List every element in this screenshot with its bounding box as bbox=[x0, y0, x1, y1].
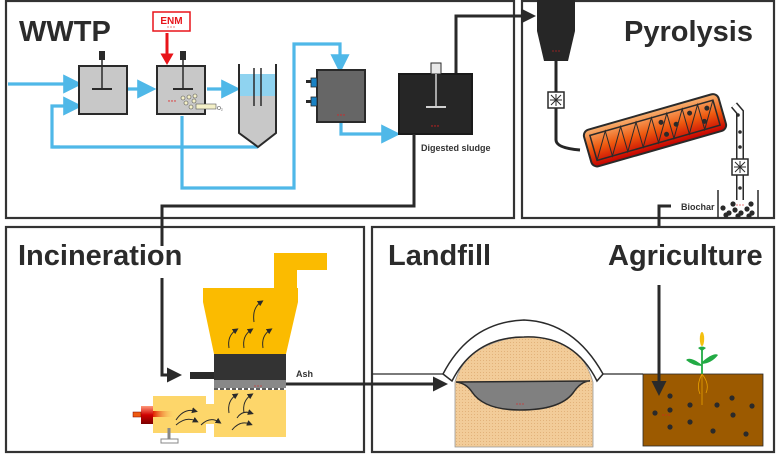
inlet-nozzle-2-blue bbox=[310, 96, 318, 107]
clarifier-tank bbox=[238, 64, 277, 149]
landfill-cap bbox=[442, 319, 604, 383]
burner bbox=[141, 406, 153, 424]
aeration-tank-red-dots bbox=[168, 100, 176, 102]
ash-layer bbox=[214, 380, 286, 388]
digester-red-dots bbox=[431, 125, 439, 127]
biochar-red-dots bbox=[736, 204, 744, 206]
sludge-into-incinerator bbox=[160, 278, 182, 383]
burner-nozzle bbox=[132, 411, 142, 418]
plant-roots bbox=[698, 373, 708, 405]
biochar-to-agriculture bbox=[657, 204, 671, 226]
char-particles bbox=[658, 105, 710, 137]
pyrolysis-section: Pyrolysis bbox=[537, 0, 759, 226]
hopper-red-dots bbox=[552, 50, 560, 52]
wwtp-section: ENM O₂ bbox=[8, 11, 491, 190]
leachate-pool bbox=[455, 380, 591, 411]
rotary-valve-2 bbox=[731, 158, 749, 176]
plant-leaf-right bbox=[702, 354, 718, 364]
inlet-nozzle-1-blue bbox=[310, 77, 318, 88]
clarifier-sludge bbox=[239, 96, 276, 147]
falling-biochar bbox=[736, 113, 742, 190]
air-bubbles-icon bbox=[180, 93, 198, 110]
landfill-title: Landfill bbox=[388, 240, 491, 272]
clarifier-water bbox=[239, 74, 276, 96]
screw-conveyor bbox=[596, 100, 714, 161]
rotary-valve-1-icon bbox=[550, 94, 562, 106]
enm-input-box bbox=[152, 11, 191, 32]
mixer-motor-2 bbox=[180, 51, 186, 60]
biochar-pile bbox=[720, 201, 755, 219]
flow-to-bottom bbox=[180, 42, 350, 190]
rotary-valve-2-icon bbox=[734, 161, 746, 173]
burner-flame bbox=[153, 411, 175, 417]
agriculture-section: Agriculture bbox=[608, 240, 764, 447]
digested-sludge-label: Digested sludge bbox=[421, 143, 491, 153]
ash-label: Ash bbox=[296, 369, 313, 379]
flow-dewatering-to-digester bbox=[339, 122, 401, 144]
incineration-title: Incineration bbox=[18, 240, 182, 272]
plant-icon bbox=[686, 332, 718, 405]
sludge-to-incineration bbox=[160, 134, 416, 246]
enm-input-arrow bbox=[160, 33, 174, 66]
landfill-section: Landfill bbox=[372, 240, 643, 448]
incineration-section: Incineration Ash bbox=[18, 240, 448, 444]
digester-mixer-motor bbox=[430, 62, 442, 75]
dewatering-unit bbox=[316, 69, 366, 123]
feed-pipe bbox=[190, 372, 214, 379]
ignition-stand-base bbox=[160, 438, 179, 444]
ash-red-dots bbox=[254, 385, 262, 387]
feed-line bbox=[554, 61, 581, 152]
biochar-bin bbox=[717, 190, 759, 218]
soil-particles bbox=[652, 393, 755, 437]
fluidized-bed bbox=[214, 354, 286, 380]
plant-leaf-top bbox=[698, 346, 706, 351]
enm-red-dots bbox=[167, 26, 175, 28]
plant-leaf-left bbox=[686, 358, 702, 366]
oxygen-diffuser bbox=[195, 103, 217, 110]
biochar-label: Biochar bbox=[681, 202, 715, 212]
leachate-red-dots bbox=[516, 403, 524, 405]
rotary-valve-1 bbox=[547, 91, 565, 109]
return-sludge-flow bbox=[50, 96, 258, 149]
agriculture-title: Agriculture bbox=[608, 240, 763, 272]
wwtp-title: WWTP bbox=[19, 16, 111, 48]
pyrolysis-kiln bbox=[582, 93, 728, 168]
feed-hopper bbox=[537, 0, 575, 61]
pyrolysis-title: Pyrolysis bbox=[624, 16, 753, 48]
sludge-to-pyrolysis bbox=[454, 8, 536, 73]
enm-label: ENM bbox=[160, 16, 182, 27]
hot-gas-arrows bbox=[175, 300, 273, 431]
dewatering-red-dots bbox=[337, 114, 345, 116]
inlet-nozzle-2 bbox=[306, 100, 312, 103]
plant-corn-cob bbox=[699, 332, 705, 346]
soil-red-dots bbox=[662, 414, 670, 416]
mixer-motor-1 bbox=[99, 51, 105, 60]
inlet-nozzle-1 bbox=[306, 80, 312, 83]
oxygen-label: O₂ bbox=[217, 106, 223, 112]
